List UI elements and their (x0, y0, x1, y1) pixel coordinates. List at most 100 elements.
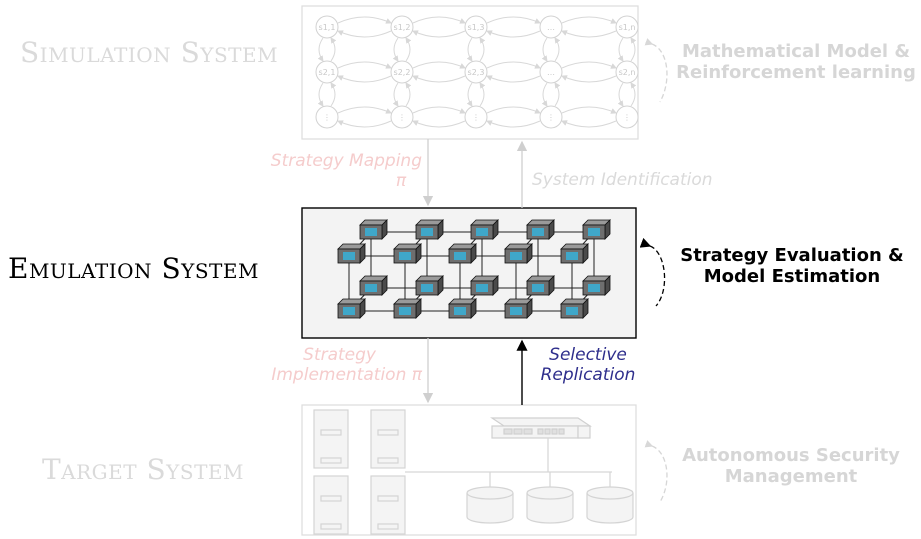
mdp-edge (392, 82, 399, 107)
strategy-implementation-line-2: Implementation π (271, 364, 422, 385)
simulation-loop-arrow (644, 38, 668, 103)
mdp-edge (617, 37, 624, 62)
mdp-state-node (315, 60, 339, 84)
mdp-edge (561, 16, 617, 24)
mdp-state-node (390, 15, 414, 39)
mdp-edge (479, 82, 486, 107)
strategy-mapping-line-1: Strategy Mapping (270, 151, 422, 171)
mdp-edge (486, 120, 541, 128)
mdp-state-node (464, 15, 488, 39)
mdp-edge (541, 82, 548, 107)
emulation-side-label: Strategy Evaluation & Model Estimation (672, 245, 912, 287)
mdp-state-node (615, 60, 639, 84)
mdp-edge (317, 37, 324, 62)
container-node-icon (337, 243, 366, 264)
simulation-side-line-1: Mathematical Model & (681, 41, 911, 62)
mdp-edge (617, 82, 624, 107)
mdp-edge (337, 120, 392, 128)
mdp-state-node (390, 60, 414, 84)
mdp-edge (412, 30, 466, 38)
container-node-icon (448, 298, 477, 319)
emulation-side-line-2: Model Estimation (703, 265, 881, 287)
target-side-line-1: Autonomous Security (682, 445, 900, 466)
mdp-edge (486, 61, 541, 69)
target-side-label: Autonomous Security Management (676, 445, 906, 487)
mdp-state-label: s1,3 (468, 23, 485, 32)
mdp-state-label: ⋮ (398, 113, 406, 122)
container-node-icon (504, 243, 533, 264)
container-node-icon (337, 298, 366, 319)
mdp-edge (466, 82, 473, 107)
mdp-edge (405, 82, 412, 107)
mdp-edge (337, 61, 392, 69)
mdp-state-node (464, 60, 488, 84)
container-node-icon (415, 275, 444, 296)
mdp-edge (317, 82, 324, 107)
mdp-edge (486, 16, 541, 24)
container-node-icon (359, 275, 388, 296)
mdp-state-node (464, 105, 488, 129)
database-icons (466, 486, 634, 524)
container-node-icon (393, 298, 422, 319)
mdp-state-node (615, 15, 639, 39)
mdp-state-node (390, 105, 414, 129)
server-icon (370, 409, 406, 469)
container-node-icon (504, 298, 533, 319)
mdp-edge (337, 16, 392, 24)
container-node-icon (560, 298, 589, 319)
system-identification-label: System Identification (532, 170, 713, 190)
container-node-icon (526, 275, 555, 296)
container-node-icon (415, 219, 444, 240)
mdp-state-node (615, 105, 639, 129)
container-node-icon (582, 275, 611, 296)
mdp-state-label: ⋮ (547, 113, 555, 122)
emulation-side-line-1: Strategy Evaluation & (680, 245, 904, 266)
target-servers (313, 409, 406, 535)
simulation-side-line-2: Reinforcement learning (676, 61, 916, 83)
server-icon (370, 475, 406, 535)
mdp-edge (337, 106, 392, 114)
mdp-state-label: ⋮ (623, 113, 631, 122)
container-node-icon (359, 219, 388, 240)
target-system-label: Target System (42, 453, 244, 486)
mdp-edge (561, 75, 617, 83)
mdp-edge (466, 37, 473, 62)
mdp-edge (554, 37, 561, 62)
container-node-icon (470, 219, 499, 240)
mdp-edge (330, 37, 337, 62)
mdp-edge (630, 37, 637, 62)
mdp-state-label: s1,1 (319, 23, 336, 32)
mdp-edge (479, 37, 486, 62)
mdp-state-label: … (547, 23, 555, 32)
emulation-box (301, 207, 637, 339)
mdp-state-label: s2,2 (394, 68, 411, 77)
selective-replication-line-1: Selective (549, 345, 627, 365)
mdp-state-label: s2,1 (319, 68, 336, 77)
container-node-icon (526, 219, 555, 240)
mdp-edge (486, 30, 541, 38)
mdp-edge (561, 61, 617, 69)
mdp-state-label: ⋮ (472, 113, 480, 122)
mdp-state-node (539, 60, 563, 84)
mdp-edge (630, 82, 637, 107)
mdp-edge (561, 106, 617, 114)
strategy-mapping-label: Strategy Mapping π (250, 151, 422, 191)
container-node-icon (448, 243, 477, 264)
container-node-icon (582, 219, 611, 240)
mdp-edge (337, 75, 392, 83)
mdp-edge (405, 37, 412, 62)
mdp-edge (337, 30, 392, 38)
target-side-line-2: Management (724, 465, 858, 487)
mdp-state-node (315, 15, 339, 39)
mdp-edge (486, 106, 541, 114)
mdp-edge (412, 120, 466, 128)
emulation-loop-arrow (639, 237, 666, 307)
mdp-edge (412, 16, 466, 24)
target-network-lines (405, 438, 612, 488)
emulation-system-label: Emulation System (8, 252, 259, 285)
mdp-state-label: … (547, 68, 555, 77)
emulation-container-nodes (337, 219, 611, 319)
selective-replication-line-2: Replication (540, 364, 636, 385)
